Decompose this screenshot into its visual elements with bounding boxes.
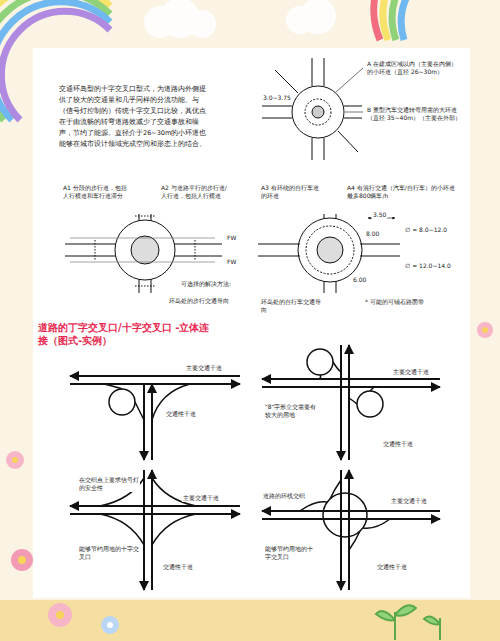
diagram-label: A2 与道路平行的步行道/人行道，包括人行横道 bbox=[160, 184, 228, 200]
diagram-label: 能够节约用地的十字交叉口 bbox=[264, 545, 318, 561]
body-paragraph: 交通环岛型的十字交叉口型式，为道路内外侧提供了较大的交通量和几乎同样的分流功能。… bbox=[58, 84, 212, 150]
section-title: 道路的丁字交叉口/十字交叉口 -立体连接（图式-实例） bbox=[38, 322, 213, 347]
diagram-label: A4 有混行交通（汽车/自行车）的小环道最多800辆车/h bbox=[346, 184, 456, 200]
diagram-label: B 重型汽车交通转弯用需的大环道（直径 35~40m）（主要在外部） bbox=[366, 106, 463, 122]
diagram-label: 主要交通干道 bbox=[390, 497, 428, 505]
ground bbox=[0, 600, 500, 641]
roundabout-bicycle bbox=[258, 214, 400, 293]
diagram-label: 主要交通干道 bbox=[392, 368, 430, 376]
diagram-label: 环岛处的步行交通导向 bbox=[168, 297, 232, 305]
decor-clouds bbox=[144, 0, 336, 38]
diagram-label: 交通性干道 bbox=[382, 440, 414, 448]
diagram-label: A3 有环绕的自行车道的环道 bbox=[260, 184, 320, 200]
diagram-label: 主要交通干道 bbox=[182, 494, 220, 502]
diagram-label: ∅ = 12.0~14.0 bbox=[404, 262, 452, 270]
interchange-diamond bbox=[70, 470, 240, 590]
diagram-label: 3.0~3.75 bbox=[262, 94, 292, 102]
diagram-label: ∅ = 8.0~12.0 bbox=[404, 226, 448, 234]
interchange-ring bbox=[262, 470, 440, 590]
interchange-t bbox=[70, 376, 240, 460]
diagram-label: FW bbox=[226, 258, 237, 266]
diagram-label: "8"字形立交需要有较大的用地 bbox=[264, 403, 320, 419]
page bbox=[33, 48, 470, 598]
diagram-label: 环岛处的自行车交通导向 bbox=[260, 298, 326, 314]
diagram-label: 6.00 bbox=[352, 276, 367, 284]
diagram-label: 道路的环线交织 bbox=[262, 492, 306, 500]
diagram-label: 主要交通干道 bbox=[185, 364, 223, 372]
roundabout-small-large bbox=[262, 58, 363, 160]
diagram-label: 交通性干道 bbox=[165, 410, 197, 418]
diagram-label: * 可能的可铺石路面带 bbox=[364, 298, 458, 306]
diagram-label: 在交织点上要求信号灯的安全性 bbox=[78, 476, 140, 492]
interchange-eight bbox=[262, 345, 440, 460]
diagram-label: 3.50 bbox=[372, 211, 387, 219]
diagram-label: A1 分段的步行道，包括人行横道和车行道滞分 bbox=[62, 184, 130, 200]
diagram-label: 交通性干道 bbox=[162, 563, 194, 571]
diagram-label: 8.00 bbox=[365, 230, 380, 238]
diagram-label: A 在建成区域以内（主要在内侧）的小环道（直径 26~30m） bbox=[366, 60, 463, 76]
diagram-label: 能够节约用地的十字交叉口 bbox=[78, 545, 140, 561]
diagram-label: FW bbox=[226, 234, 237, 242]
diagram-label: 可选择的解决方法: bbox=[180, 280, 232, 288]
diagram-label: 交通性干道 bbox=[376, 563, 408, 571]
